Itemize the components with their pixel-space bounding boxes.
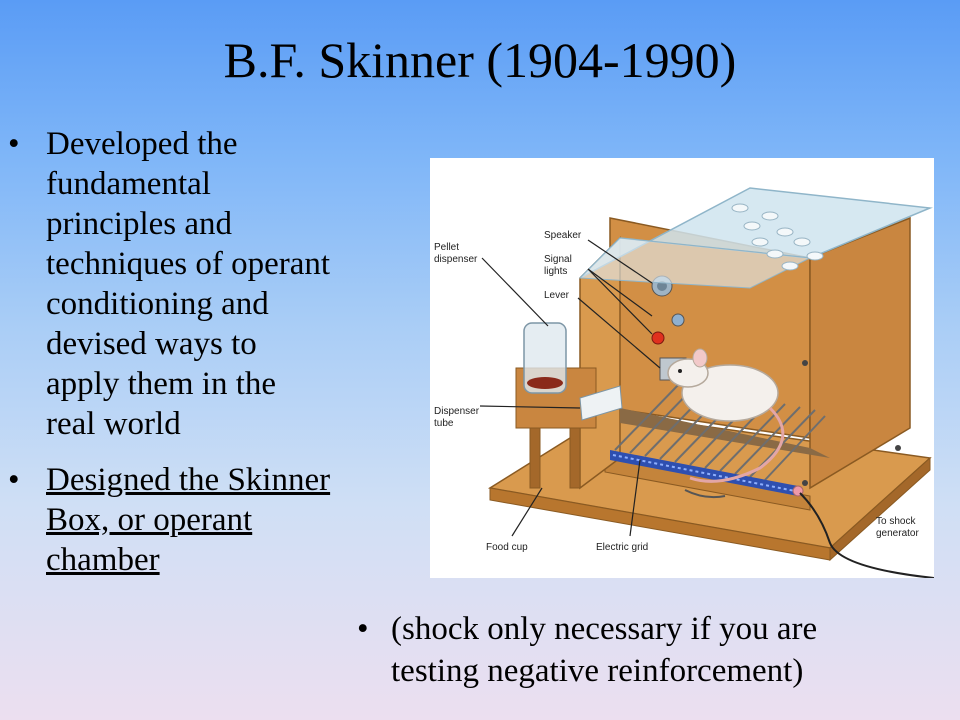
bullet-line: conditioning and [46, 286, 269, 322]
note-list: (shock only necessary if you are testing… [345, 608, 945, 692]
dispenser-tube-icon [579, 385, 623, 421]
label-shock-generator: generator [876, 528, 919, 539]
shock-cable [799, 492, 934, 578]
bullet-line: real world [46, 406, 181, 442]
base-board-side [829, 456, 931, 562]
label-lever: Lever [544, 290, 570, 301]
label-speaker: Speaker [544, 230, 582, 241]
bullet-shock-note: (shock only necessary if you are testing… [345, 608, 945, 692]
electric-grid-contacts [612, 454, 796, 492]
note-line: testing negative reinforcement) [391, 653, 804, 689]
pellets [527, 377, 563, 389]
note-line: (shock only necessary if you are [391, 611, 818, 647]
dispenser-leg [569, 427, 581, 489]
label-shock-generator: To shock [876, 516, 916, 527]
drawer-handle [684, 489, 726, 499]
rat-eye [678, 369, 682, 373]
skinner-box-illustration: Speaker Signal lights Lever Pellet dispe… [430, 158, 934, 578]
bolt-icon [802, 480, 808, 486]
rat-tail [689, 406, 785, 483]
signal-light-icon [671, 313, 685, 327]
bullet-line: chamber [46, 542, 160, 578]
rat-ear [692, 348, 708, 368]
bullet-line: techniques of operant [46, 246, 331, 282]
bolt-icon [895, 445, 901, 451]
label-signal-lights: lights [544, 266, 567, 277]
bullet-line: Developed the [46, 126, 238, 162]
label-dispenser-tube: Dispenser [434, 406, 480, 417]
bullet-line: apply them in the [46, 366, 277, 402]
bullet-line: Box, or operant [46, 502, 253, 538]
skinner-box-diagram: Speaker Signal lights Lever Pellet dispe… [434, 187, 934, 578]
right-wall [809, 216, 911, 490]
grid-shadow [620, 408, 830, 458]
bullet-operant-principles: Developed the fundamental principles and… [0, 124, 430, 444]
speaker-cone-icon [657, 281, 667, 291]
label-electric-grid: Electric grid [596, 542, 648, 553]
label-signal-lights: Signal [544, 254, 572, 265]
label-food-cup: Food cup [486, 542, 528, 553]
label-dispenser-tube: tube [434, 418, 454, 429]
bullet-line: devised ways to [46, 326, 257, 362]
bullet-list: Developed the fundamental principles and… [0, 124, 430, 596]
bullet-line: fundamental [46, 166, 211, 202]
bolt-icon [802, 360, 808, 366]
slide-title: B.F. Skinner (1904-1990) [223, 32, 737, 88]
label-pellet-dispenser: Pellet [434, 242, 459, 253]
dispenser-leg [529, 427, 541, 489]
label-pellet-dispenser: dispenser [434, 254, 478, 265]
air-holes [731, 203, 824, 271]
bullet-line: Designed the Skinner [46, 462, 331, 498]
pointer-lines [479, 239, 661, 537]
bullet-skinner-box: Designed the Skinner Box, or operant cha… [0, 460, 430, 580]
signal-light-red-icon [651, 331, 665, 345]
bullet-line: principles and [46, 206, 233, 242]
